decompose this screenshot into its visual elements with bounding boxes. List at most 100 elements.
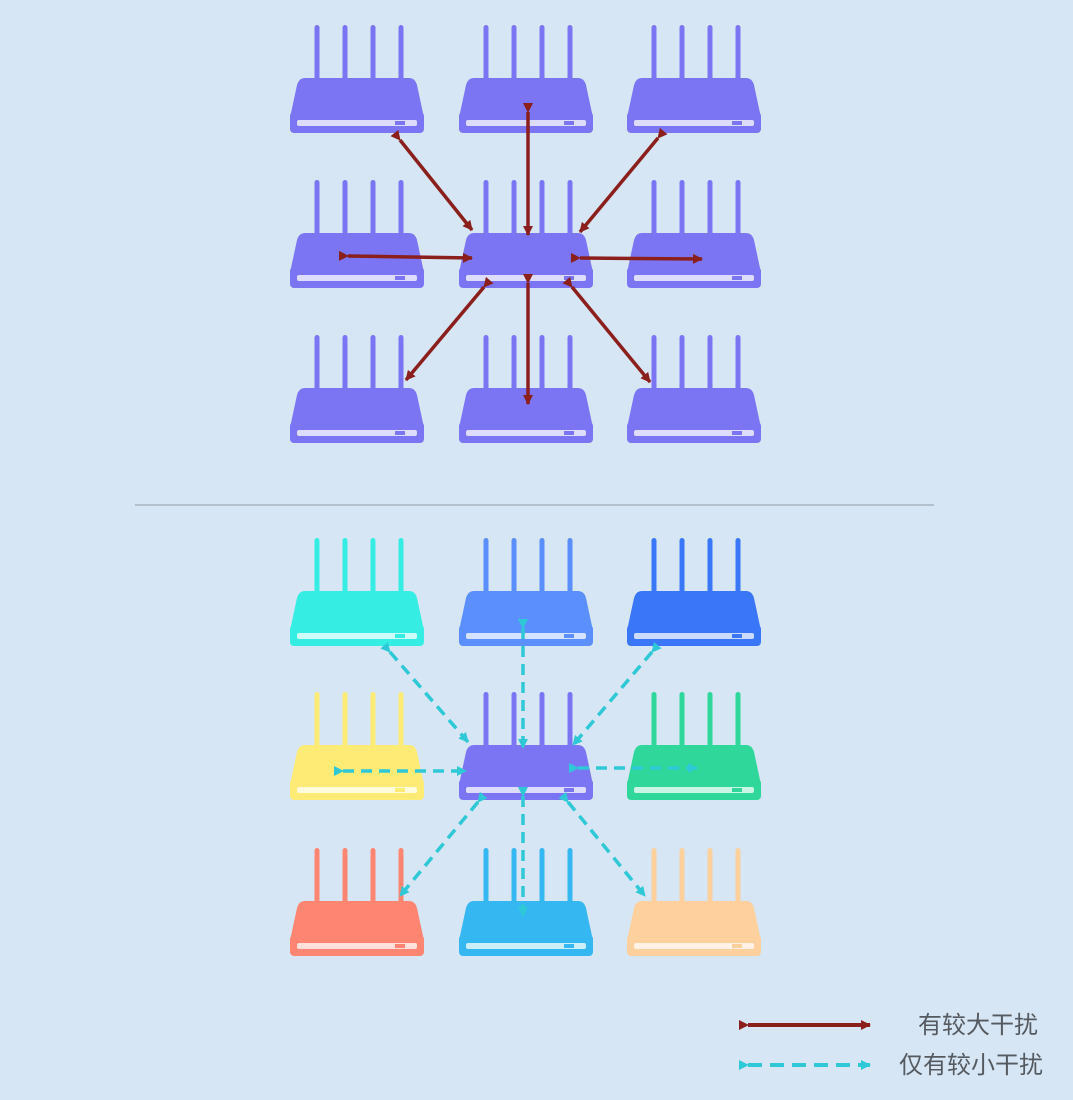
top-router-grid: [290, 25, 761, 443]
bottom-weak-interference-arrows: [334, 619, 698, 917]
top-router-left-antenna-1: [314, 180, 320, 236]
bottom-router-left-antenna-4: [398, 692, 404, 748]
top-router-bottom-right-antenna-2: [679, 335, 685, 391]
top-router-center-antenna-3: [539, 180, 545, 236]
top-router-right-antenna-1: [651, 180, 657, 236]
top-router-top-icon: [459, 25, 593, 133]
top-router-left-antenna-3: [370, 180, 376, 236]
top-router-top-antenna-2: [511, 25, 517, 81]
bottom-router-top-antenna-3: [539, 538, 545, 594]
bottom-router-bottom-right-antenna-1: [651, 848, 657, 904]
bottom-router-right-led: [732, 788, 742, 792]
bottom-router-top-left-body: [291, 591, 423, 626]
top-router-top-left-antenna-2: [342, 25, 348, 81]
top-router-bottom-icon: [459, 335, 593, 443]
bottom-router-bottom-left-body: [291, 901, 423, 936]
top-router-top-right-status-strip: [634, 120, 754, 126]
bottom-router-top-body: [460, 591, 592, 626]
top-router-bottom-left-icon: [290, 335, 424, 443]
bottom-router-left-antenna-2: [342, 692, 348, 748]
bottom-router-left-status-strip: [297, 787, 417, 793]
bottom-router-bottom-right-icon: [627, 848, 761, 956]
bottom-router-right-status-strip: [634, 787, 754, 793]
top-router-bottom-right-antenna-1: [651, 335, 657, 391]
bottom-router-left-antenna-3: [370, 692, 376, 748]
bottom-router-top-left-led: [395, 634, 405, 638]
top-router-bottom-right-status-strip: [634, 430, 754, 436]
top-router-left-status-strip: [297, 275, 417, 281]
bottom-router-top-right-body: [628, 591, 760, 626]
bottom-router-top-right-antenna-1: [651, 538, 657, 594]
top-router-right-antenna-3: [707, 180, 713, 236]
top-router-bottom-led: [564, 431, 574, 435]
bottom-router-right-antenna-1: [651, 692, 657, 748]
bottom-router-bottom-antenna-3: [539, 848, 545, 904]
top-router-center-led: [564, 276, 574, 280]
bottom-router-center-antenna-3: [539, 692, 545, 748]
bottom-router-center-body: [460, 745, 592, 780]
top-router-bottom-left-status-strip: [297, 430, 417, 436]
top-router-top-left-antenna-4: [398, 25, 404, 81]
top-router-left-antenna-2: [342, 180, 348, 236]
bottom-router-top-led: [564, 634, 574, 638]
top-router-bottom-right-led: [732, 431, 742, 435]
top-router-top-left-antenna-1: [314, 25, 320, 81]
bottom-router-top-right-antenna-4: [735, 538, 741, 594]
top-router-right-body: [628, 233, 760, 268]
bottom-router-bottom-antenna-2: [511, 848, 517, 904]
bottom-router-bottom-right-status-strip: [634, 943, 754, 949]
top-router-bottom-left-antenna-1: [314, 335, 320, 391]
bottom-router-top-right-led: [732, 634, 742, 638]
bottom-router-top-left-antenna-4: [398, 538, 404, 594]
legend-strong-label: 有较大干扰: [918, 1011, 1038, 1039]
bottom-arrow-bottom-right: [558, 791, 647, 898]
bottom-router-bottom-left-icon: [290, 848, 424, 956]
bottom-router-bottom-left-antenna-3: [370, 848, 376, 904]
bottom-router-right-antenna-2: [679, 692, 685, 748]
top-router-center-antenna-1: [483, 180, 489, 236]
top-router-top-left-antenna-3: [370, 25, 376, 81]
bottom-router-bottom-left-status-strip: [297, 943, 417, 949]
top-router-left-antenna-4: [398, 180, 404, 236]
bottom-router-right-icon: [627, 692, 761, 800]
bottom-router-top-antenna-4: [567, 538, 573, 594]
top-router-bottom-right-body: [628, 388, 760, 423]
bottom-router-top-left-antenna-1: [314, 538, 320, 594]
bottom-router-right-body: [628, 745, 760, 780]
bottom-router-bottom-status-strip: [466, 943, 586, 949]
top-router-center-body: [460, 233, 592, 268]
bottom-router-left-icon: [290, 692, 424, 800]
top-router-bottom-status-strip: [466, 430, 586, 436]
bottom-router-left-led: [395, 788, 405, 792]
top-router-bottom-left-antenna-2: [342, 335, 348, 391]
bottom-router-bottom-left-antenna-4: [398, 848, 404, 904]
bottom-router-left-antenna-1: [314, 692, 320, 748]
legend-item-weak: 仅有较小干扰: [739, 1051, 1043, 1079]
bottom-router-right-antenna-4: [735, 692, 741, 748]
top-router-left-body: [291, 233, 423, 268]
top-router-top-right-icon: [627, 25, 761, 133]
top-router-top-right-antenna-3: [707, 25, 713, 81]
top-router-top-antenna-4: [567, 25, 573, 81]
bottom-router-bottom-antenna-4: [567, 848, 573, 904]
bottom-router-top-right-status-strip: [634, 633, 754, 639]
top-router-bottom-right-icon: [627, 335, 761, 443]
top-router-top-left-icon: [290, 25, 424, 133]
bottom-arrow-top-right: [571, 641, 662, 747]
bottom-router-top-right-antenna-3: [707, 538, 713, 594]
top-arrow-bottom-left: [404, 276, 494, 382]
bottom-router-top-left-antenna-2: [342, 538, 348, 594]
top-router-left-led: [395, 276, 405, 280]
bottom-router-top-left-status-strip: [297, 633, 417, 639]
bottom-router-right-antenna-3: [707, 692, 713, 748]
top-router-bottom-left-led: [395, 431, 405, 435]
top-arrow-bottom-right: [562, 276, 652, 384]
top-router-top-left-led: [395, 121, 405, 125]
bottom-router-bottom-left-antenna-2: [342, 848, 348, 904]
top-strong-interference-arrows: [338, 103, 703, 405]
top-router-top-right-body: [628, 78, 760, 113]
top-router-top-left-status-strip: [297, 120, 417, 126]
top-router-right-icon: [627, 180, 761, 288]
bottom-router-center-antenna-1: [483, 692, 489, 748]
